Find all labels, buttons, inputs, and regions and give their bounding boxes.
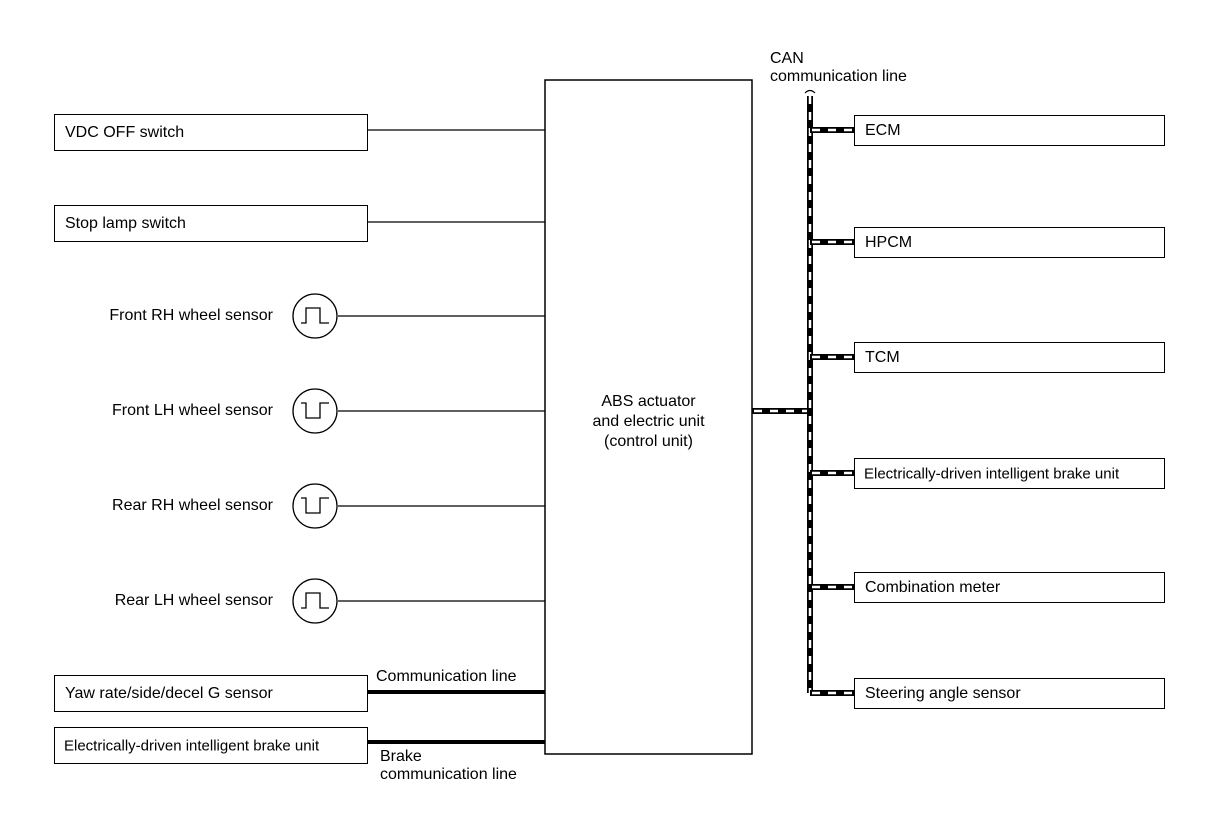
tcm-label: TCM [865, 348, 900, 366]
abs-unit-line-3: (control unit) [604, 433, 693, 450]
rear-lh-sensor-label: Rear LH wheel sensor [114, 592, 273, 609]
can-line-label-2: communication line [770, 68, 907, 85]
rear-rh-sensor-label: Rear RH wheel sensor [112, 497, 273, 514]
steering-angle-sensor-label: Steering angle sensor [865, 684, 1021, 702]
brake-comm-line-label-2: communication line [380, 766, 517, 783]
yaw-sensor-label: Yaw rate/side/decel G sensor [65, 684, 273, 702]
can-branches [810, 127, 854, 696]
combination-meter-label: Combination meter [865, 578, 1001, 596]
abs-unit-line-2: and electric unit [592, 413, 705, 430]
ecm-box: ECM [854, 115, 1165, 146]
combination-meter-box: Combination meter [854, 572, 1165, 603]
brake-unit-left-label: Electrically-driven intelligent brake un… [64, 737, 320, 754]
vdc-off-switch-label: VDC OFF switch [65, 123, 185, 141]
brake-unit-right-label: Electrically-driven intelligent brake un… [864, 465, 1120, 482]
brake-comm-line-label-1: Brake [380, 748, 422, 765]
front-rh-sensor-label: Front RH wheel sensor [109, 307, 273, 324]
vdc-off-switch-box: VDC OFF switch [54, 114, 368, 151]
tcm-box: TCM [854, 342, 1165, 373]
stop-lamp-switch-box: Stop lamp switch [54, 205, 368, 242]
rear-rh-sensor-icon [292, 483, 338, 529]
rear-lh-sensor-icon [292, 578, 338, 624]
yaw-sensor-box: Yaw rate/side/decel G sensor [54, 675, 368, 712]
steering-angle-sensor-box: Steering angle sensor [854, 678, 1165, 709]
front-lh-sensor-icon [292, 388, 338, 434]
front-lh-sensor-label: Front LH wheel sensor [112, 402, 273, 419]
ecm-label: ECM [865, 121, 901, 139]
hpcm-label: HPCM [865, 233, 913, 251]
stop-lamp-switch-label: Stop lamp switch [65, 214, 186, 232]
abs-unit-label: ABS actuator and electric unit (control … [545, 392, 752, 452]
abs-control-unit-box [544, 79, 753, 755]
abs-unit-line-1: ABS actuator [601, 393, 696, 410]
hpcm-box: HPCM [854, 227, 1165, 258]
can-line-label-1: CAN [770, 50, 804, 67]
front-rh-sensor-icon [292, 293, 338, 339]
communication-line-label: Communication line [376, 668, 517, 685]
brake-unit-left-box: Electrically-driven intelligent brake un… [54, 727, 368, 764]
brake-unit-right-box: Electrically-driven intelligent brake un… [854, 458, 1165, 489]
